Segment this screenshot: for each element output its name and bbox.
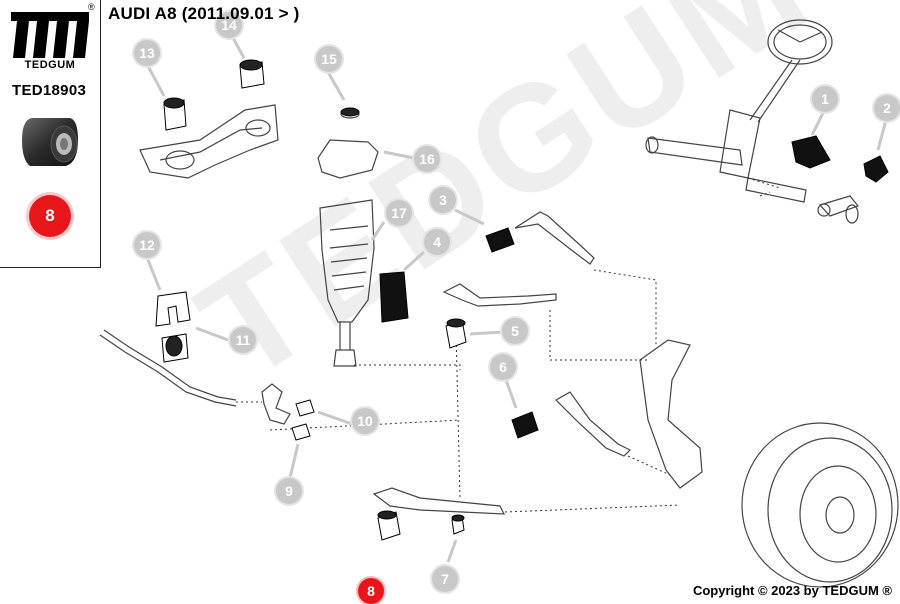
callout-15: 15 xyxy=(316,46,342,72)
part-7-bushing xyxy=(451,514,465,535)
part-6-bushing xyxy=(511,411,539,439)
steering-rack xyxy=(645,109,807,203)
stabilizer-bar xyxy=(99,329,237,407)
air-strut xyxy=(319,199,375,367)
part-10-bushing xyxy=(295,399,315,417)
tie-rod-end xyxy=(817,195,859,224)
tedgum-logo xyxy=(11,12,89,58)
callout-7: 7 xyxy=(432,566,458,592)
callout-9: 9 xyxy=(276,478,302,504)
wheel-tire xyxy=(741,422,899,588)
copyright-notice: Copyright © 2023 by TEDGUM ® xyxy=(692,583,892,598)
registered-mark: ® xyxy=(88,2,95,12)
part-8-bushing xyxy=(377,510,401,541)
subframe xyxy=(139,104,279,179)
wheel-knuckle xyxy=(639,339,703,489)
lower-arm-guide xyxy=(555,391,632,457)
part-2-bushing xyxy=(863,155,889,183)
lower-wishbone xyxy=(372,487,505,515)
callout-4: 4 xyxy=(424,229,450,255)
upper-arm-rear xyxy=(442,283,557,307)
part-4-bump-stop xyxy=(379,271,409,323)
bushing-photo xyxy=(22,118,78,166)
callout-10: 10 xyxy=(352,408,378,434)
strut-top-mount xyxy=(317,109,379,179)
part-15-washer xyxy=(340,107,360,117)
callout-8: 8 xyxy=(358,578,384,604)
callout-6: 6 xyxy=(490,354,516,380)
callout-14: 14 xyxy=(216,12,242,38)
callout-1: 1 xyxy=(812,86,838,112)
part-14-bushing xyxy=(239,59,265,89)
part-11-bushing xyxy=(161,333,189,363)
callout-13: 13 xyxy=(134,40,160,66)
steering-wheel xyxy=(749,19,833,123)
callout-17: 17 xyxy=(386,200,412,226)
vehicle-title: AUDI A8 (2011.09.01 > ) xyxy=(108,4,300,23)
callout-16: 16 xyxy=(414,146,440,172)
callout-12: 12 xyxy=(134,232,160,258)
part-1-boot xyxy=(791,135,831,169)
callout-3: 3 xyxy=(430,187,456,213)
stabilizer-link xyxy=(261,383,291,425)
callout-2: 2 xyxy=(874,95,900,121)
highlight-position-badge: 8 xyxy=(29,195,71,237)
part-5-bushing xyxy=(445,318,467,349)
logo-wordmark: TEDGUM xyxy=(24,59,76,71)
part-9-bushing xyxy=(291,423,311,441)
part-info-panel: TEDGUM ® TED18903 8 xyxy=(0,0,101,268)
part-3-bushing xyxy=(485,227,515,253)
callout-5: 5 xyxy=(502,318,528,344)
part-13-bushing xyxy=(163,97,187,131)
part-12-clamp xyxy=(155,291,191,327)
upper-arm-front xyxy=(514,211,595,265)
callout-11: 11 xyxy=(230,327,256,353)
part-number: TED18903 xyxy=(12,82,87,99)
